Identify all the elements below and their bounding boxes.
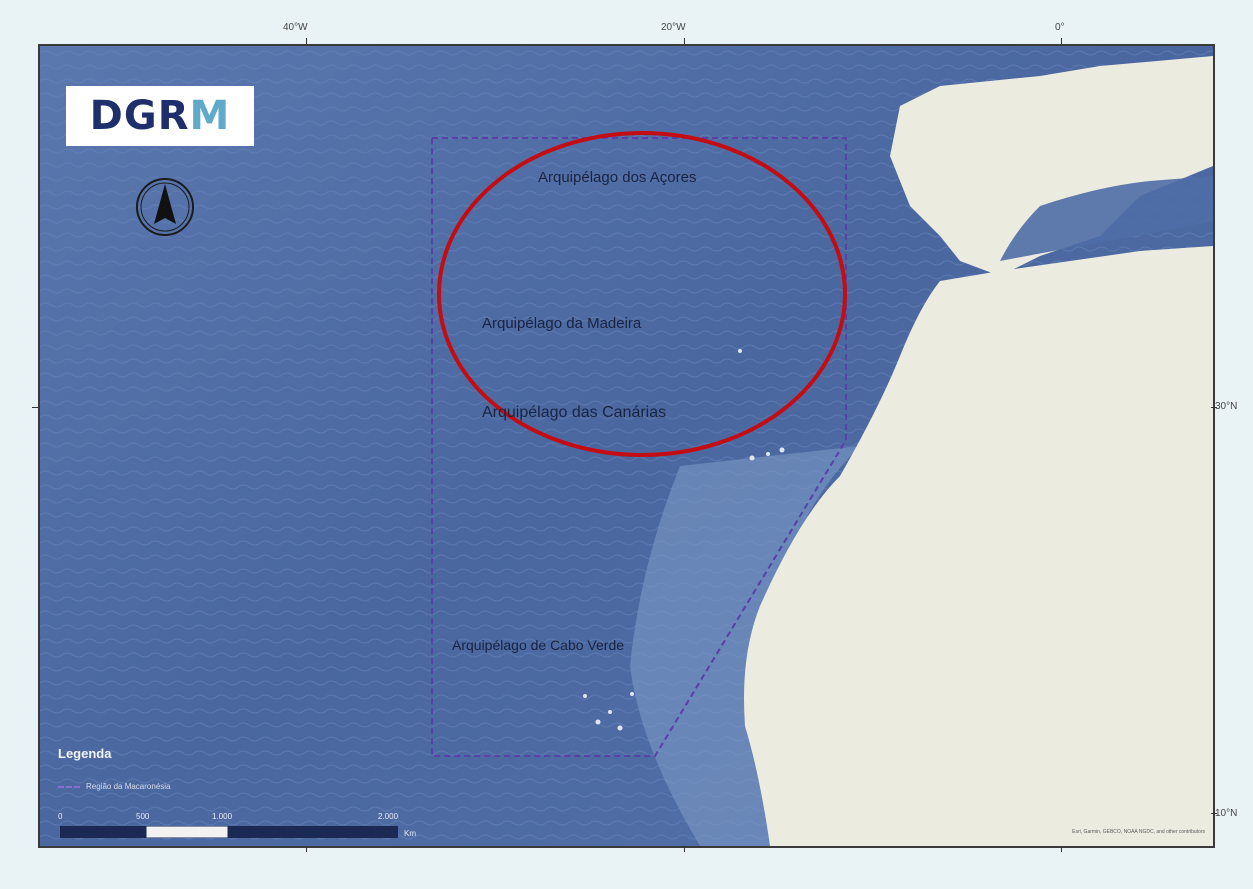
scale-label-1000: 1.000: [212, 812, 233, 821]
latitude-label-30n: 30°N: [1215, 401, 1238, 412]
map-credits: Esri, Garmin, GEBCO, NOAA NGDC, and othe…: [1072, 829, 1205, 835]
map-canvas[interactable]: [38, 44, 1215, 848]
north-arrow-icon: [136, 178, 194, 236]
latitude-label-10n: 10°N: [1215, 808, 1238, 819]
tick-top-40w: [306, 38, 307, 44]
legend-title: Legenda: [58, 746, 112, 761]
macaronesia-region: [431, 137, 847, 757]
logo-text-main: DGR: [89, 93, 190, 139]
scale-label-500: 500: [136, 812, 150, 821]
label-azores: Arquipélago dos Açores: [538, 169, 697, 186]
label-canarias: Arquipélago das Canárias: [482, 404, 667, 421]
scale-unit: Km: [404, 829, 416, 838]
tick-bottom-0: [1061, 846, 1062, 852]
label-cabo-verde: Arquipélago de Cabo Verde: [452, 637, 625, 653]
continental-shelf: [630, 446, 860, 846]
basemap: [40, 46, 1213, 846]
tick-right-30n: [1211, 407, 1217, 408]
iberia-land: [890, 56, 1213, 276]
tick-top-0: [1061, 38, 1062, 44]
legend-line-swatch: [58, 785, 80, 788]
tick-left-30n: [32, 407, 38, 408]
island-markers: [583, 349, 785, 731]
tick-bottom-20w: [684, 846, 685, 852]
scale-label-0: 0: [58, 812, 63, 821]
highlight-circle: [437, 131, 847, 457]
legend-item-label: Região da Macaronésia: [86, 782, 171, 791]
tick-bottom-40w: [306, 846, 307, 852]
tick-top-20w: [684, 38, 685, 44]
longitude-label-40w: 40°W: [283, 22, 308, 33]
scale-bar: [60, 826, 398, 838]
logo-text-accent: M: [189, 93, 231, 139]
africa-land: [744, 246, 1213, 846]
label-madeira: Arquipélago da Madeira: [482, 315, 642, 332]
tick-right-10n: [1211, 813, 1217, 814]
longitude-label-0: 0°: [1055, 22, 1065, 33]
legend-item-macaronesia: Região da Macaronésia: [58, 782, 171, 791]
scale-label-2000: 2.000: [378, 812, 399, 821]
mediterranean-sea: [1000, 176, 1213, 261]
longitude-label-20w: 20°W: [661, 22, 686, 33]
